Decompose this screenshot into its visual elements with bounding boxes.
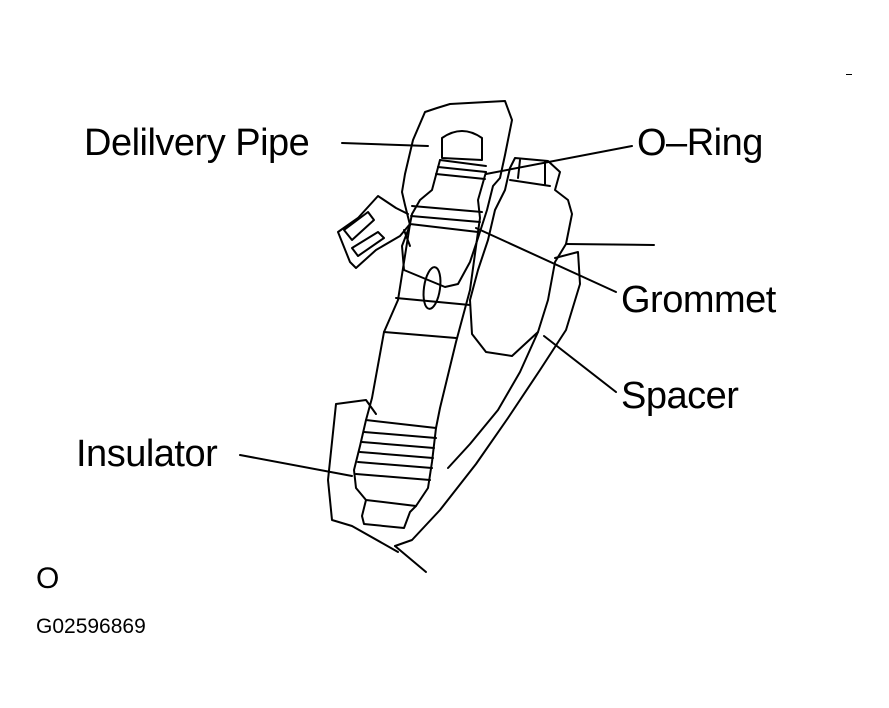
insulator-ring <box>362 442 434 448</box>
bracket-edge <box>518 160 520 178</box>
o-ring-groove <box>438 167 486 172</box>
leader-grommet <box>476 228 616 292</box>
injector-window <box>421 266 443 310</box>
leader-insulator <box>240 455 352 476</box>
electrical-connector <box>338 196 410 268</box>
insulator-ring <box>358 462 432 468</box>
barrel-joint <box>384 332 456 338</box>
o-ring-groove <box>436 174 485 179</box>
injector-barrel <box>366 224 478 428</box>
bracket-edge <box>510 180 550 186</box>
label-grommet: Grommet <box>621 279 776 321</box>
label-insulator: Insulator <box>76 433 218 475</box>
label-o-ring: O–Ring <box>637 122 763 164</box>
o-ring-groove <box>440 160 486 166</box>
spacer-edge <box>395 546 426 572</box>
insulator-ring <box>360 452 433 458</box>
connector-edge <box>404 230 410 246</box>
spacer <box>395 252 580 546</box>
leader-delivery-pipe <box>342 143 428 146</box>
label-delivery-pipe: Delilvery Pipe <box>84 122 310 164</box>
spacer <box>448 332 538 468</box>
barrel-joint <box>396 298 470 305</box>
nozzle-tip <box>362 500 416 528</box>
insulator-ring <box>364 432 436 438</box>
grommet-band <box>412 206 482 212</box>
corner-mark <box>846 74 852 75</box>
manifold-bracket <box>470 158 572 356</box>
cylinder-head <box>328 400 398 552</box>
injector-inlet-cap <box>442 131 482 160</box>
leader-o-ring <box>486 146 632 174</box>
figure-marker: O <box>36 562 60 595</box>
leader-spacer <box>544 336 616 392</box>
connector-tab <box>352 232 384 256</box>
manifold-edge <box>566 244 654 245</box>
connector-tab <box>344 212 374 240</box>
label-spacer: Spacer <box>621 375 739 417</box>
delivery-pipe-housing <box>402 101 512 287</box>
figure-id: G02596869 <box>36 615 146 638</box>
grommet-band <box>411 216 480 222</box>
insulator-ring <box>356 474 430 480</box>
